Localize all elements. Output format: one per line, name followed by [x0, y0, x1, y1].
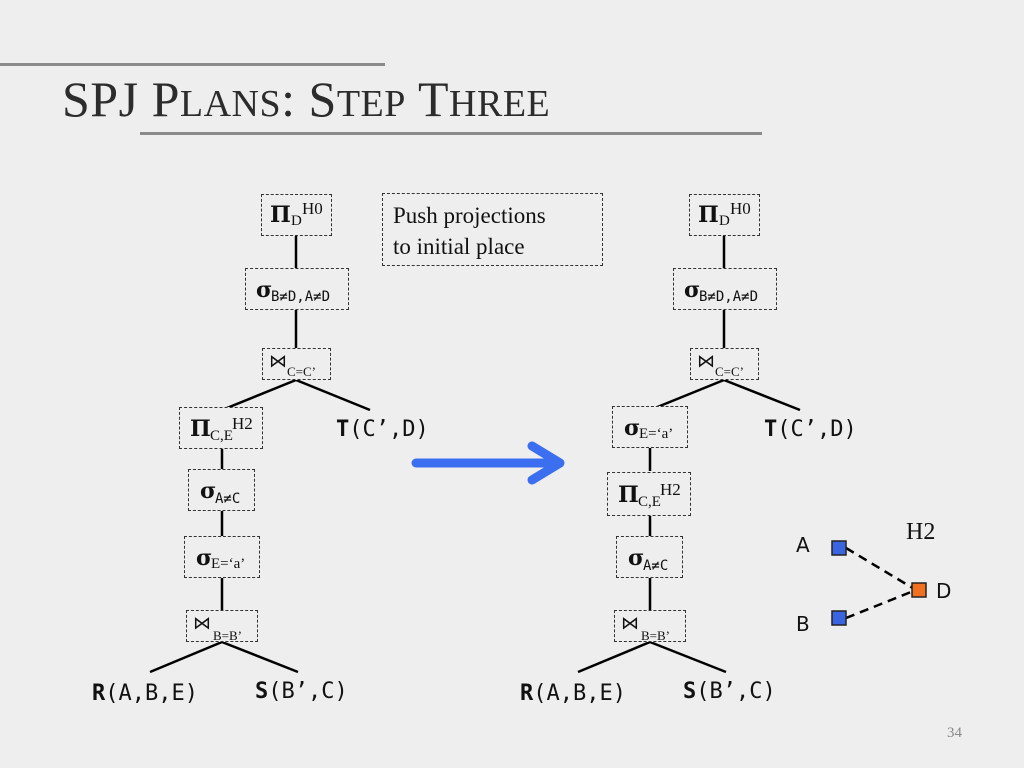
- note-box: Push projections to initial place: [382, 193, 603, 266]
- left-projection-h2: Π C,E H2: [179, 407, 263, 449]
- left-selection-e: σ E=‘a’: [184, 536, 260, 578]
- hypergraph-node-a-label: A: [796, 533, 810, 557]
- right-join-bottom: ⋈ B=B’: [614, 610, 686, 643]
- left-selection-top: σ B≠D,A≠D: [245, 268, 349, 310]
- left-relation-s: S(B’,C): [255, 679, 348, 704]
- title-rule-top: [0, 63, 385, 66]
- left-join-bottom: ⋈ B=B’: [186, 610, 258, 643]
- right-selection-e: σ E=‘a’: [612, 406, 688, 448]
- left-join-top: ⋈ C=C’: [262, 348, 331, 380]
- transform-arrow: [411, 441, 565, 485]
- hypergraph-node-d-label: D: [936, 579, 952, 603]
- note-line-2: to initial place: [393, 234, 525, 259]
- left-relation-r: R(A,B,E): [92, 681, 198, 706]
- left-relation-t: T(C’,D): [336, 417, 429, 442]
- right-relation-s: S(B’,C): [683, 679, 776, 704]
- hypergraph-node-b: [831, 610, 847, 626]
- hypergraph-node-d: [911, 582, 927, 598]
- hypergraph-label: H2: [906, 519, 936, 545]
- right-selection-a-ne-c: σ A≠C: [616, 536, 683, 578]
- hypergraph-node-a: [831, 540, 847, 556]
- note-line-1: Push projections: [393, 203, 546, 228]
- right-relation-t: T(C’,D): [764, 417, 857, 442]
- page-number: 34: [947, 725, 962, 741]
- left-projection-h0: Π D H0: [261, 194, 332, 236]
- right-projection-h0: Π D H0: [689, 194, 760, 236]
- hypergraph-node-b-label: B: [796, 612, 810, 636]
- right-selection-top: σ B≠D,A≠D: [673, 268, 777, 310]
- right-join-top: ⋈ C=C’: [690, 348, 759, 380]
- slide-title: SPJ PLANS: STEP THREE: [62, 71, 551, 127]
- right-projection-h2: Π C,E H2: [607, 472, 691, 516]
- title-rule-bottom: [140, 132, 762, 135]
- left-selection-a-ne-c: σ A≠C: [188, 469, 255, 511]
- right-relation-r: R(A,B,E): [520, 681, 626, 706]
